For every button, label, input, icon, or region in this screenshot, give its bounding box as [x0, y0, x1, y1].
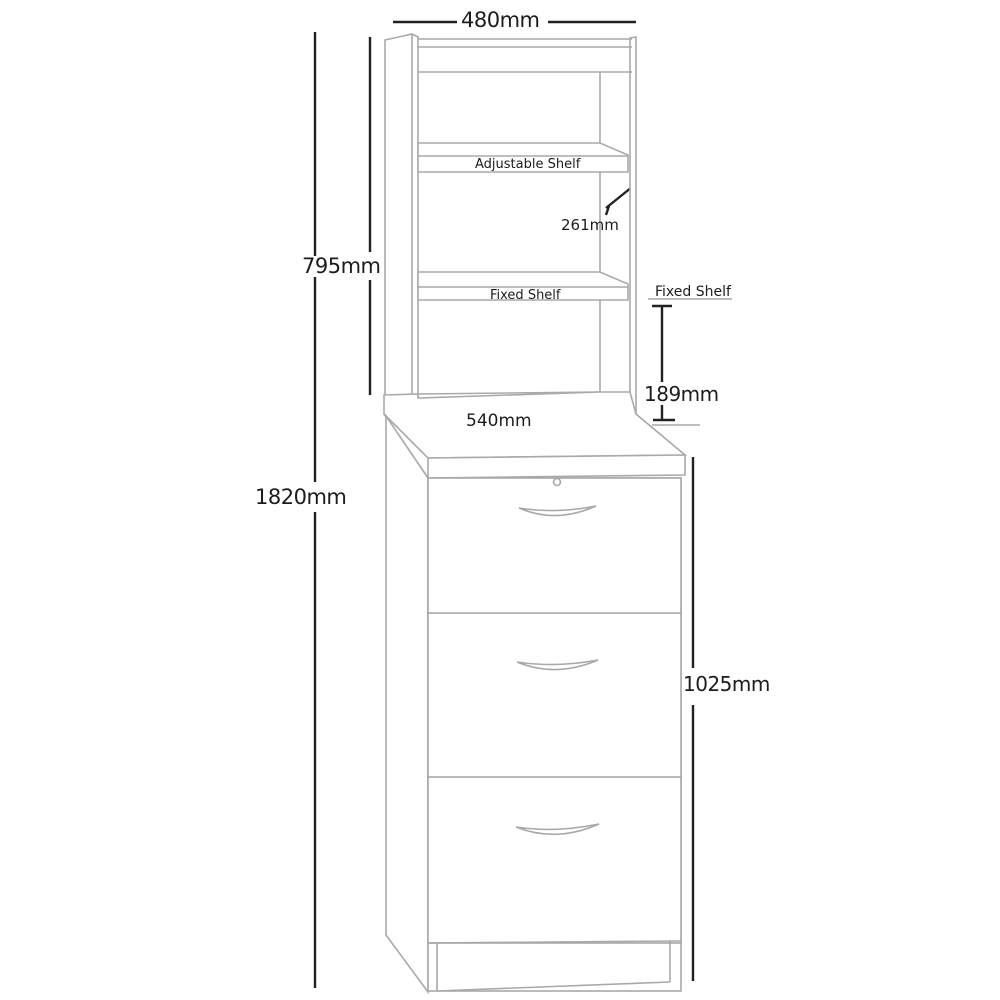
desk-top — [383, 391, 688, 479]
adjustable-shelf-label: Adjustable Shelf — [475, 157, 581, 172]
hutch — [384, 33, 637, 432]
cabinet-left-side — [385, 413, 429, 995]
shelf-depth-dim-line — [605, 186, 633, 209]
total-height-label: 1820mm — [255, 485, 347, 509]
gap-height-label: 189mm — [644, 382, 719, 406]
fixed-shelf-callout-label: Fixed Shelf — [655, 284, 731, 300]
drawer-2-handle[interactable] — [516, 659, 599, 671]
shelf-depth-leader — [604, 205, 611, 216]
drawer-3[interactable] — [427, 776, 682, 944]
plinth — [427, 940, 682, 992]
shelf-depth-label: 261mm — [561, 216, 619, 234]
desk-top-edge — [427, 454, 686, 479]
hutch-right-panel — [629, 36, 637, 418]
lock-icon[interactable] — [552, 477, 562, 487]
base-height-label: 1025mm — [683, 672, 770, 696]
drawer-3-handle[interactable] — [515, 823, 600, 836]
base-cabinet — [385, 413, 682, 995]
adjustable-shelf — [417, 142, 629, 173]
width-label: 480mm — [461, 8, 540, 32]
desk-top-surface — [383, 391, 688, 459]
fixed-shelf-inner-label: Fixed Shelf — [490, 288, 561, 303]
drawer-1-handle[interactable] — [518, 505, 597, 517]
hutch-height-label: 795mm — [302, 254, 381, 278]
dimension-lines — [313, 20, 732, 988]
hutch-left-panel — [384, 33, 419, 432]
desk-depth-label: 540mm — [466, 411, 532, 431]
drawer-1[interactable] — [427, 477, 682, 617]
drawer-2[interactable] — [427, 612, 682, 780]
fixed-shelf — [417, 271, 629, 301]
